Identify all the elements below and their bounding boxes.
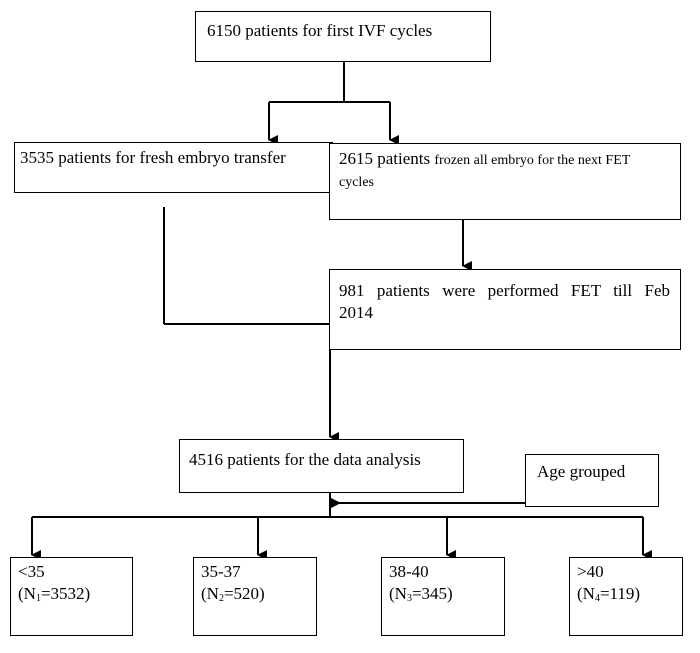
box-fet: 981 patients were performed FET till Feb…: [329, 269, 681, 350]
group-1-count: (N1=3532): [18, 584, 91, 604]
box-analysis-text: 4516 patients for the data analysis: [189, 450, 421, 469]
box-frozen-rest: frozen all embryo for the next FET: [434, 153, 631, 168]
group-1-label: <35: [18, 562, 45, 581]
box-age-grouped-text: Age grouped: [537, 462, 626, 481]
box-frozen-line2: cycles: [339, 175, 374, 190]
box-frozen-lead: 2615 patients: [339, 149, 431, 168]
group-3-label: 38-40: [389, 562, 429, 581]
box-frozen-line1: 2615 patients frozen all embryo for the …: [339, 148, 680, 172]
box-first-ivf: 6150 patients for first IVF cycles: [195, 11, 491, 62]
group-3-count: (N3=345): [389, 584, 453, 604]
box-fet-line1: 981 patients were performed FET till Feb: [339, 281, 670, 300]
box-frozen: 2615 patients frozen all embryo for the …: [329, 143, 681, 220]
box-group-2: 35-37 (N2=520): [193, 557, 317, 636]
box-group-1: <35 (N1=3532): [10, 557, 133, 636]
box-fet-line2: 2014: [339, 303, 373, 322]
group-2-count: (N2=520): [201, 584, 265, 604]
group-4-count: (N4=119): [577, 584, 641, 604]
box-age-grouped: Age grouped: [525, 454, 659, 507]
box-group-3: 38-40 (N3=345): [381, 557, 505, 636]
box-first-ivf-text: 6150 patients for first IVF cycles: [207, 21, 433, 40]
box-fresh-transfer-text: 3535 patients for fresh embryo transfer: [20, 148, 286, 167]
box-fresh-transfer: 3535 patients for fresh embryo transfer: [14, 142, 333, 193]
group-4-label: >40: [577, 562, 604, 581]
box-analysis: 4516 patients for the data analysis: [179, 439, 464, 493]
group-2-label: 35-37: [201, 562, 241, 581]
box-group-4: >40 (N4=119): [569, 557, 683, 636]
